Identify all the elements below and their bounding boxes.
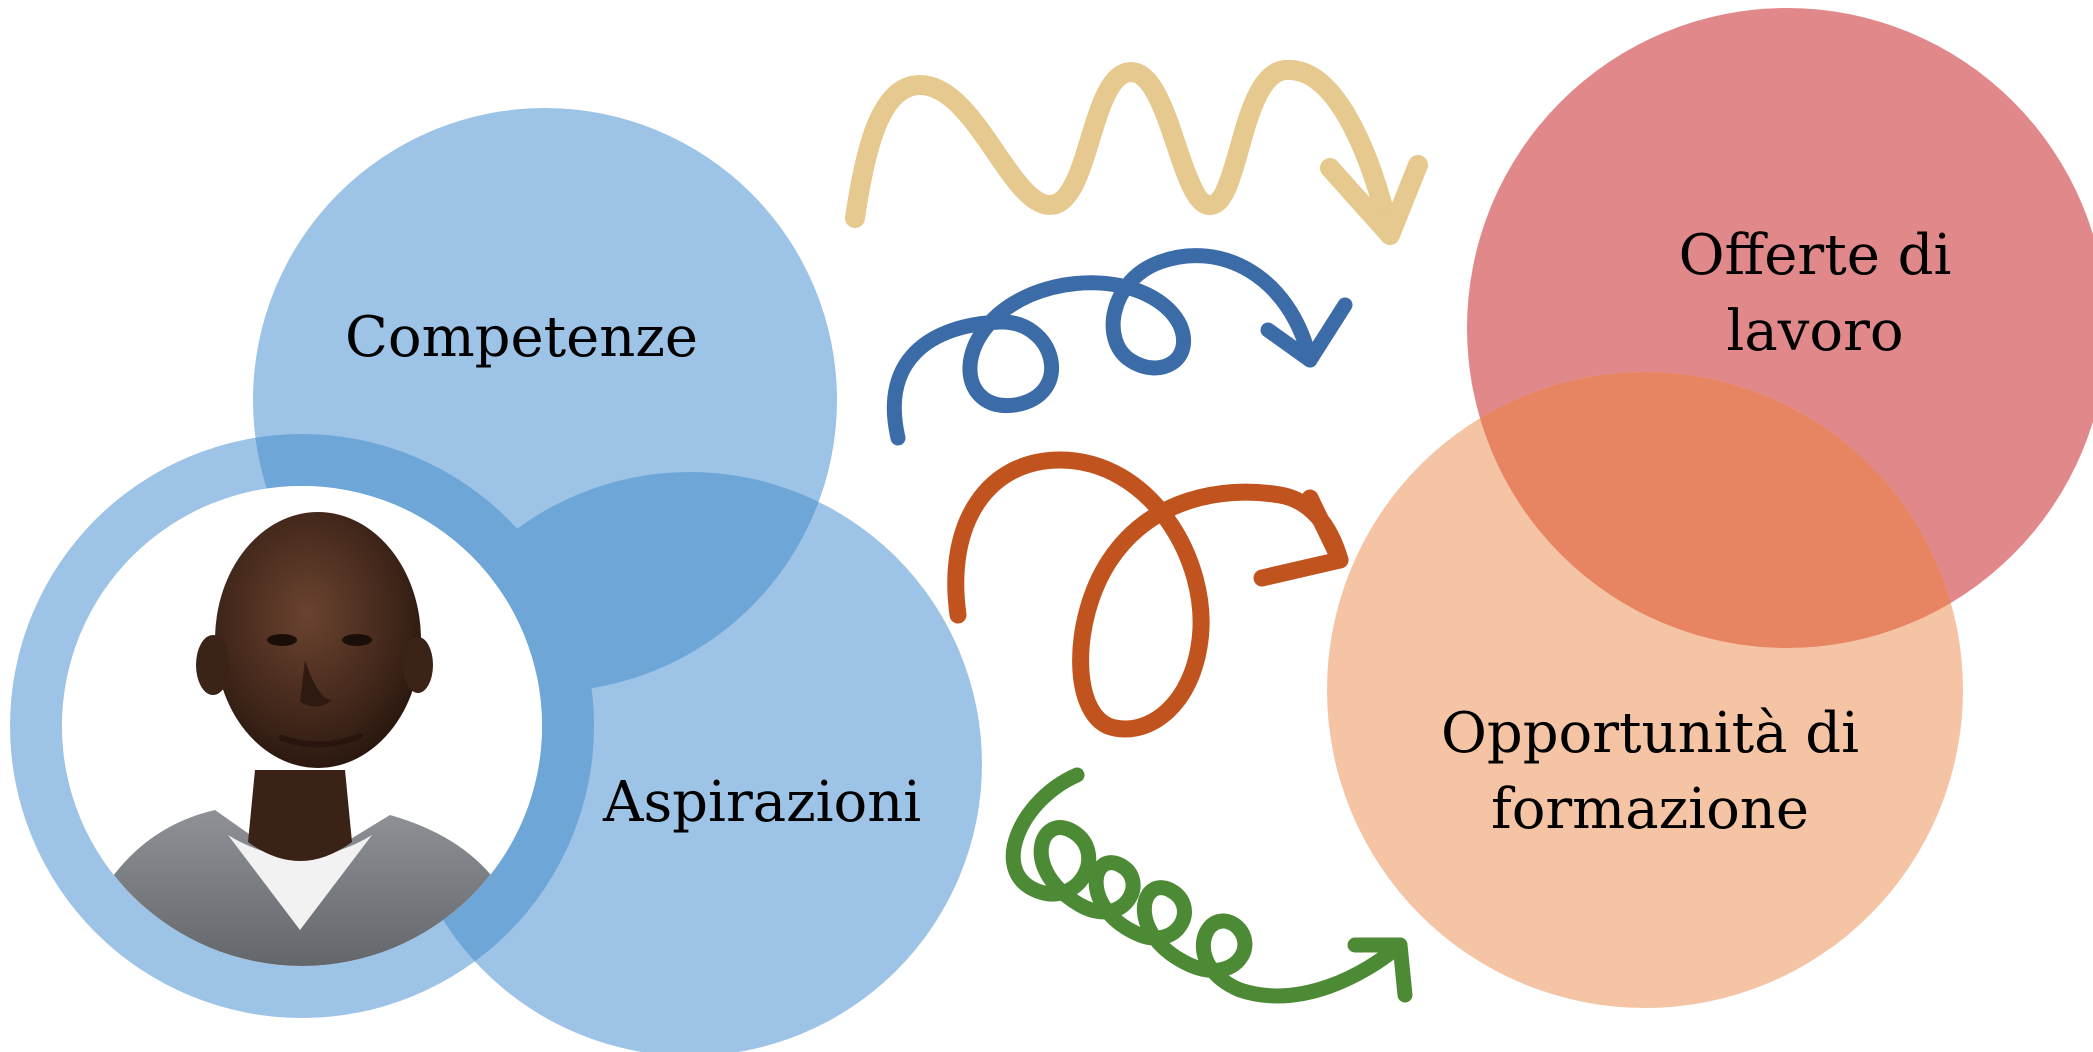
competenze-label: Competenze	[345, 305, 699, 370]
opportunita-label-line2: formazione	[1490, 776, 1810, 842]
opportunita-label-line1: Opportunità di	[1440, 701, 1860, 766]
offerte-label-line2: lavoro	[1726, 298, 1904, 364]
yellow-wavy-arrow	[845, 59, 1428, 245]
aspirazioni-label: Aspirazioni	[603, 770, 922, 835]
offerte-label: Offerte di lavoro	[1650, 218, 1980, 369]
opportunita-label: Opportunità di formazione	[1430, 696, 1870, 847]
blue-loop-arrow	[886, 248, 1353, 446]
offerte-label-line1: Offerte di	[1678, 223, 1952, 288]
orange-loop-arrow	[947, 451, 1349, 738]
green-curl-arrow	[1005, 767, 1413, 1004]
